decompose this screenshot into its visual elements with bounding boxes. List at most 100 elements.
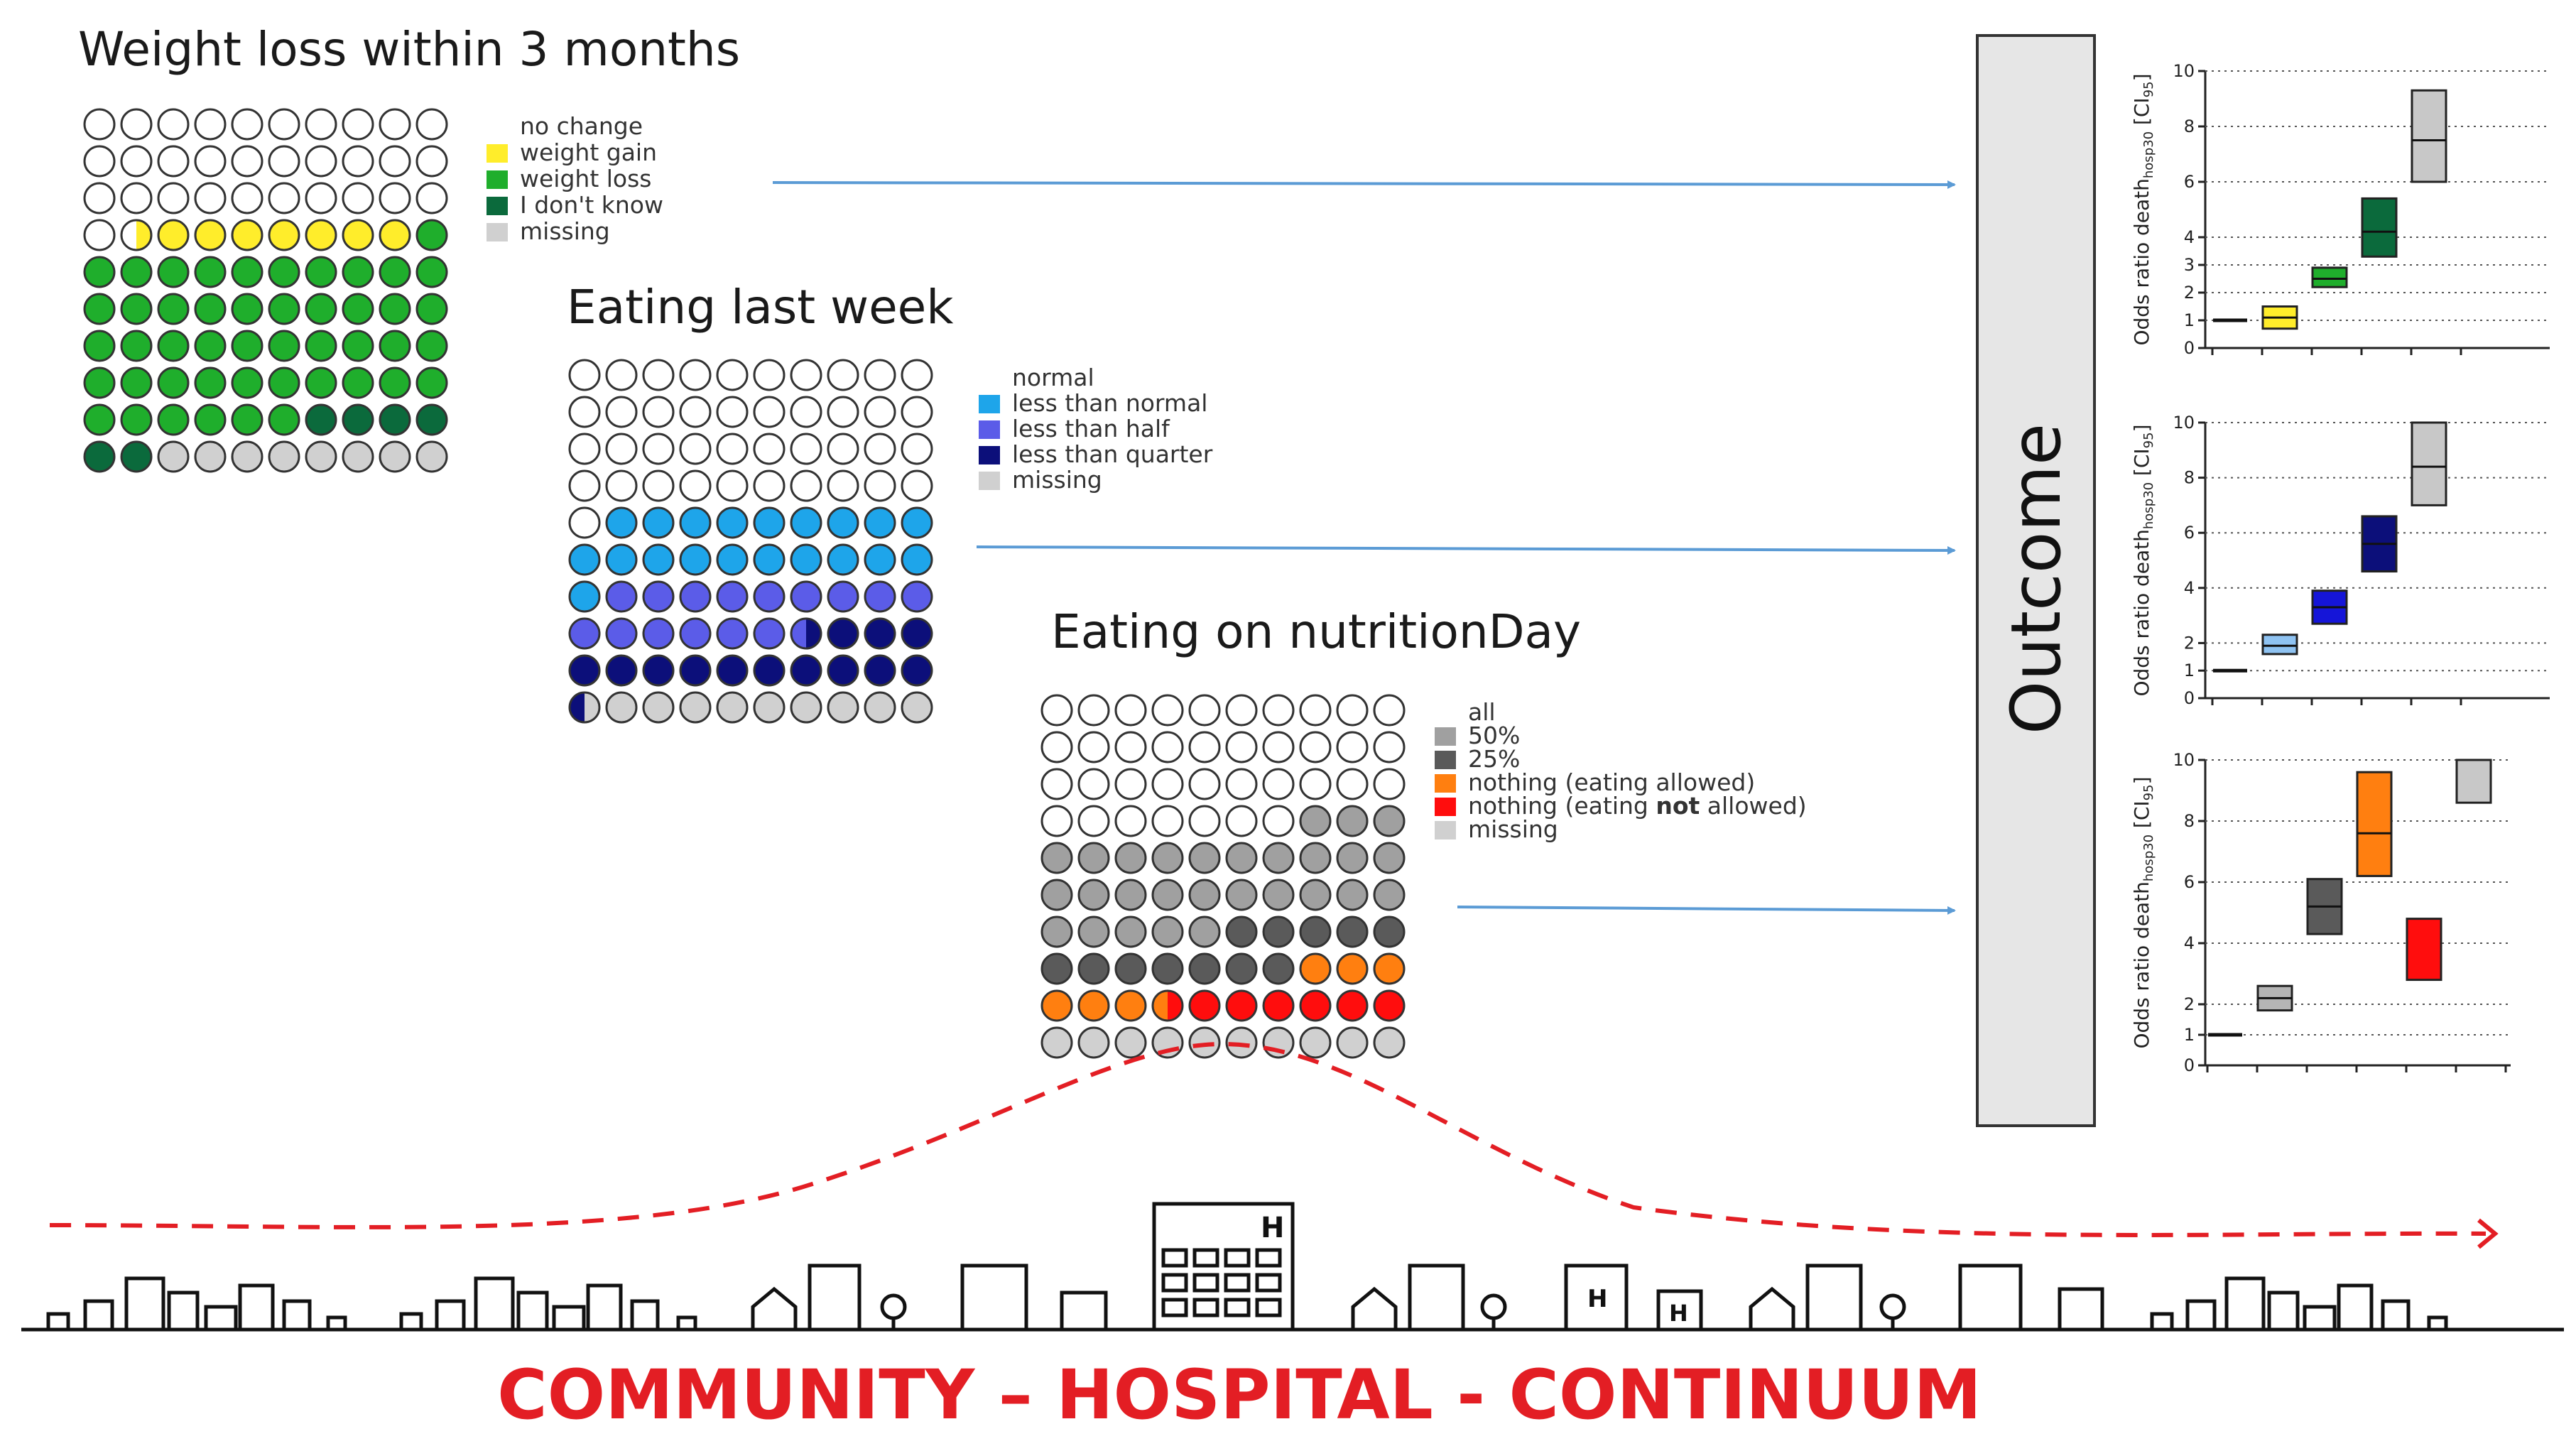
waffle-dot xyxy=(753,654,786,687)
waffle-dot xyxy=(1299,915,1332,948)
legend-swatch xyxy=(487,170,508,189)
waffle-dot xyxy=(194,256,227,288)
waffle-dot xyxy=(120,108,153,141)
waffle-dot xyxy=(1077,915,1110,948)
waffle-dot xyxy=(1299,879,1332,911)
waffle-eating-nutritionday: Eating on nutritionDay all50%25%nothing … xyxy=(1040,604,1807,1059)
waffle-dot xyxy=(1151,768,1184,800)
waffle-dot xyxy=(753,691,786,724)
waffle-dot xyxy=(342,366,374,399)
waffle-dot xyxy=(1040,1026,1073,1059)
waffle-dot xyxy=(120,182,153,214)
odds-ratio-box xyxy=(2311,589,2348,625)
waffle-dot xyxy=(827,617,859,650)
waffle-dot xyxy=(568,396,601,428)
waffle-dot xyxy=(83,403,116,436)
waffle-dot xyxy=(716,543,749,576)
waffle-dot xyxy=(1373,952,1406,985)
waffle-dot xyxy=(120,145,153,178)
waffle-dot xyxy=(268,145,300,178)
legend-label: weight gain xyxy=(520,138,657,166)
waffle-dot xyxy=(231,182,263,214)
legend-item: less than normal xyxy=(979,389,1207,417)
legend-swatch xyxy=(1435,774,1456,793)
waffle-dot xyxy=(268,219,300,251)
waffle-dot xyxy=(1040,989,1073,1022)
waffle-dot xyxy=(1225,731,1258,763)
waffle-dot xyxy=(790,433,822,465)
legend-swatch xyxy=(979,420,1000,439)
y-tick-label: 4 xyxy=(2184,227,2195,247)
y-axis-label: Odds ratio deathhosp30 [CI95] xyxy=(2130,776,2156,1048)
waffle-dot xyxy=(864,469,896,502)
legend-item: I don't know xyxy=(487,191,663,219)
waffle-dot xyxy=(642,469,675,502)
waffle-dot xyxy=(679,691,712,724)
waffle-dot xyxy=(194,403,227,436)
y-tick-label: 2 xyxy=(2184,994,2195,1014)
odds-ratio-box xyxy=(2311,266,2348,288)
waffle-dot xyxy=(901,691,933,724)
waffle-dot xyxy=(194,182,227,214)
waffle-dot xyxy=(1188,952,1221,985)
waffle-dot xyxy=(605,580,638,613)
waffle-dot xyxy=(568,617,601,650)
waffle-dot xyxy=(1114,842,1147,874)
waffle-dot xyxy=(901,580,933,613)
waffle-dot xyxy=(305,108,337,141)
waffle-dot xyxy=(1188,989,1221,1022)
y-tick-label: 1 xyxy=(2184,661,2195,680)
odds-ratio-box xyxy=(2306,878,2343,935)
waffle-dot xyxy=(83,145,116,178)
legend-item: weight loss xyxy=(487,165,652,192)
legend-swatch xyxy=(487,223,508,241)
waffle-dot xyxy=(864,433,896,465)
waffle-dot xyxy=(716,396,749,428)
waffle-dot xyxy=(1225,989,1258,1022)
waffle-dot xyxy=(305,366,337,399)
waffle-dot xyxy=(1299,1026,1332,1059)
waffle-dot xyxy=(1040,842,1073,874)
waffle-dot xyxy=(1114,915,1147,948)
waffle-dot xyxy=(379,182,411,214)
waffle-dot xyxy=(679,654,712,687)
waffle-dot xyxy=(642,359,675,391)
legend-label: 50% xyxy=(1468,722,1520,749)
odds-ratio-box xyxy=(2411,89,2447,183)
waffle-grid-eating-last-week xyxy=(568,359,933,724)
waffle-dot xyxy=(642,433,675,465)
waffle-dot xyxy=(1077,952,1110,985)
waffle-dot xyxy=(342,219,374,251)
journey-arrowhead xyxy=(2477,1218,2499,1249)
waffle-dot xyxy=(379,108,411,141)
waffle-dot xyxy=(120,366,153,399)
waffle-dot xyxy=(1262,694,1295,727)
waffle-dot xyxy=(415,440,448,473)
waffle-dot xyxy=(901,396,933,428)
legend-label: weight loss xyxy=(520,165,652,192)
waffle-dot xyxy=(83,440,116,473)
waffle-dot xyxy=(679,433,712,465)
waffle-dot xyxy=(342,256,374,288)
waffle-dot xyxy=(83,108,116,141)
legend-swatch xyxy=(1435,727,1456,746)
journey-dashed-line xyxy=(49,1041,2487,1237)
waffle-dot xyxy=(1373,989,1406,1022)
waffle-dot xyxy=(790,506,822,539)
waffle-dot xyxy=(1114,768,1147,800)
waffle-dot xyxy=(415,293,448,325)
arrow-eating-nutritionday xyxy=(1457,906,1956,915)
waffle-dot xyxy=(1077,694,1110,727)
waffle-dot xyxy=(827,506,859,539)
waffle-dot xyxy=(901,654,933,687)
waffle-dot xyxy=(231,256,263,288)
waffle-dot xyxy=(1040,915,1073,948)
waffle-dot xyxy=(1225,768,1258,800)
arrow-eating-last-week xyxy=(976,545,1956,555)
waffle-dot xyxy=(1262,989,1295,1022)
waffle-dot xyxy=(568,433,601,465)
legend-item: missing xyxy=(487,217,610,245)
